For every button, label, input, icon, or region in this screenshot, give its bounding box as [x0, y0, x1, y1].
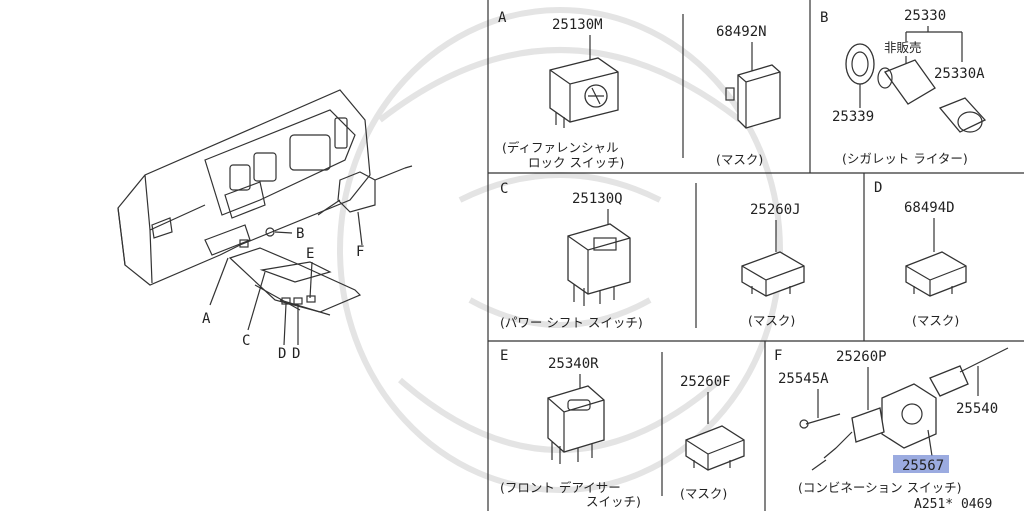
panel-b-part-a: 25330A — [934, 66, 985, 82]
mask-c — [741, 251, 805, 297]
callout-d2: D — [292, 346, 300, 362]
panel-f-part4: 25567 — [902, 458, 944, 474]
panel-d-caption: (マスク) — [912, 313, 959, 328]
panel-c-part2: 25260J — [750, 202, 801, 218]
panel-b-caption: (シガレット ライター) — [842, 151, 968, 166]
panel-f-letter: F — [774, 348, 782, 364]
panel-f-part2: 25545A — [778, 371, 829, 387]
mask-e — [685, 425, 745, 471]
dashboard-overview — [117, 89, 413, 346]
panel-f: F 25260P 25545A 25540 25567 (コンビネーション スイ… — [774, 347, 1009, 495]
panel-a-part1: 25130M — [552, 17, 603, 33]
panel-d: D 68494D (マスク) — [874, 180, 967, 328]
callout-b: B — [296, 226, 304, 242]
mask-d — [905, 251, 967, 297]
callout-f: F — [356, 244, 364, 260]
panel-b-note: 非販売 — [884, 40, 922, 55]
panel-b: B 25330 非販売 25330A 25339 (シガレット ライター) — [820, 8, 987, 166]
panel-grid-lines — [487, 0, 1024, 511]
panel-c-part1: 25130Q — [572, 191, 623, 207]
panel-c-letter: C — [500, 181, 508, 197]
callout-c: C — [242, 333, 250, 349]
panel-a-caption2: (マスク) — [716, 152, 763, 167]
panel-d-letter: D — [874, 180, 882, 196]
panel-b-letter: B — [820, 10, 828, 26]
power-shift-switch — [567, 223, 631, 306]
panel-a-caption1-line2: ロック スイッチ) — [528, 155, 624, 170]
panel-c-caption2: (マスク) — [748, 313, 795, 328]
mask-a — [725, 64, 781, 129]
panel-e-caption1-line2: スイッチ) — [586, 494, 641, 509]
panel-e-letter: E — [500, 348, 508, 364]
cigarette-lighter — [845, 43, 987, 133]
panel-c: C 25130Q 25260J (パワー シフト スイッチ) (マスク) — [500, 181, 805, 330]
panel-a-caption1-line1: (ディファレンシャル — [502, 140, 619, 155]
panel-b-part-main: 25330 — [904, 8, 946, 24]
callout-a: A — [202, 311, 211, 327]
panel-e-part1: 25340R — [548, 356, 599, 372]
front-deicer-switch — [547, 385, 605, 464]
differential-lock-switch — [549, 57, 619, 128]
panel-f-caption: (コンビネーション スイッチ) — [798, 480, 961, 495]
panel-e-caption1-line1: (フロント デアイサー — [500, 480, 621, 495]
panel-d-part: 68494D — [904, 200, 955, 216]
callout-d1: D — [278, 346, 286, 362]
panel-e: E 25340R 25260F (フロント デアイサー スイッチ) (マスク) — [500, 348, 745, 509]
combination-switch — [799, 347, 1009, 471]
callout-e: E — [306, 246, 314, 262]
panel-f-part3: 25540 — [956, 401, 998, 417]
panel-e-part2: 25260F — [680, 374, 731, 390]
panel-e-caption2: (マスク) — [680, 486, 727, 501]
footer-code: A251* 0469 — [914, 497, 992, 511]
panel-a-letter: A — [498, 10, 507, 26]
panel-c-caption1: (パワー シフト スイッチ) — [500, 315, 643, 330]
panel-f-part1: 25260P — [836, 349, 887, 365]
panel-b-part-b: 25339 — [832, 109, 874, 125]
panel-a: A 25130M 68492N (ディファレンシャル ロック スイッチ) (マス… — [498, 10, 781, 170]
panel-a-part2: 68492N — [716, 24, 767, 40]
highlight-25567 — [893, 455, 949, 473]
